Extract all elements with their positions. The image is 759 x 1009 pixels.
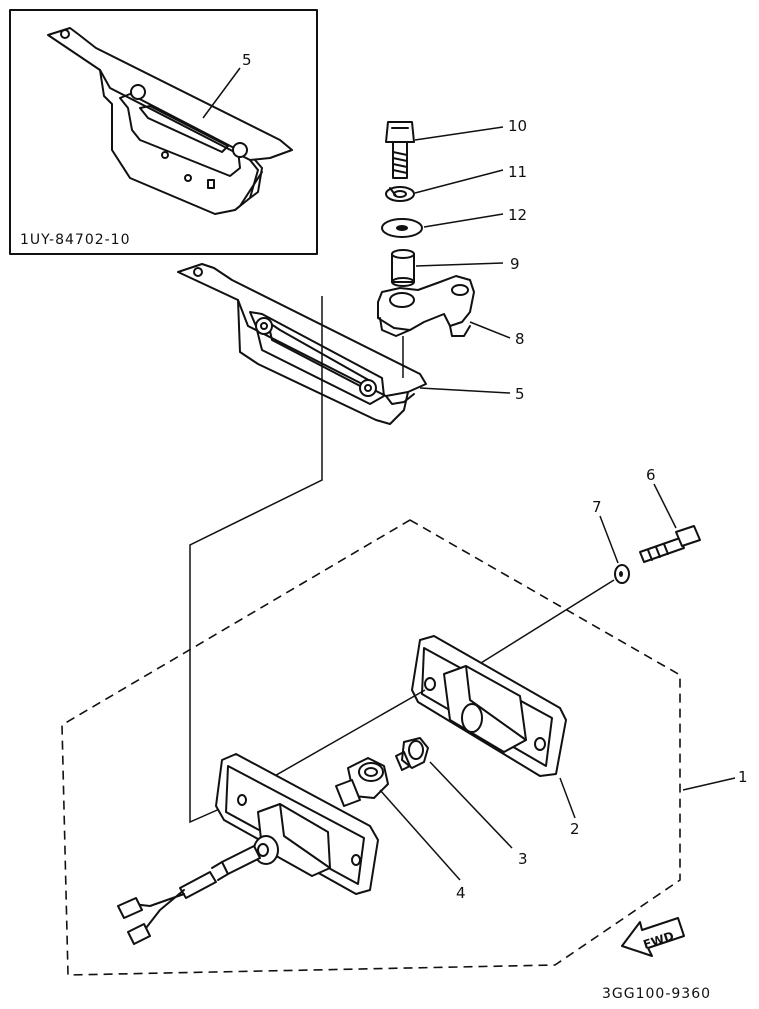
assembly-1-outline (61, 519, 681, 976)
washer-12 (381, 218, 423, 238)
callout-line-8 (469, 321, 511, 339)
callout-12: 12 (508, 206, 527, 224)
bolt-10 (385, 121, 415, 179)
callout-line-11 (414, 169, 504, 194)
screw-6 (639, 525, 701, 563)
callout-line-9 (415, 262, 504, 267)
callout-4: 4 (456, 884, 466, 902)
callout-line-3 (429, 761, 513, 849)
callout-5-inset: 5 (242, 51, 252, 69)
bulb-3 (395, 737, 429, 771)
callout-line-2 (559, 777, 576, 819)
inset-bracket (47, 27, 293, 215)
callout-5: 5 (515, 385, 525, 403)
callout-3: 3 (518, 850, 528, 868)
inset-border (9, 9, 318, 255)
assembly-reference-line (189, 296, 323, 824)
base-plate (215, 753, 379, 895)
lock-washer-11 (385, 186, 415, 202)
callout-line-5-inset (202, 67, 241, 119)
callout-2: 2 (570, 820, 580, 838)
callout-6: 6 (646, 466, 656, 484)
inset-panel: 5 1UY-84702-10 (9, 9, 318, 255)
washer-7 (614, 564, 630, 584)
callout-line-4 (379, 789, 461, 881)
callout-10: 10 (508, 117, 527, 135)
screw-alignment-line (459, 579, 615, 677)
bracket-5 (177, 263, 427, 425)
collar-9 (391, 249, 415, 287)
socket-4 (335, 757, 389, 807)
lens-alignment-line (249, 689, 426, 791)
callout-line-12 (423, 213, 504, 228)
drawing-number: 3GG100-9360 (602, 986, 711, 1002)
callout-8: 8 (515, 330, 525, 348)
callout-1: 1 (738, 768, 748, 786)
callout-line-1 (682, 777, 736, 791)
callout-line-10 (414, 126, 504, 141)
lens-2 (411, 635, 567, 777)
callout-line-6 (653, 483, 677, 529)
arm-8 (377, 275, 475, 337)
callout-11: 11 (508, 163, 527, 181)
wire-harness (117, 845, 261, 945)
callout-line-7 (599, 515, 619, 564)
fwd-arrow: FWD (621, 917, 685, 957)
callout-line-5 (419, 387, 511, 394)
callout-7: 7 (592, 498, 602, 516)
inset-part-code: 1UY-84702-10 (20, 232, 131, 248)
callout-9: 9 (510, 255, 520, 273)
